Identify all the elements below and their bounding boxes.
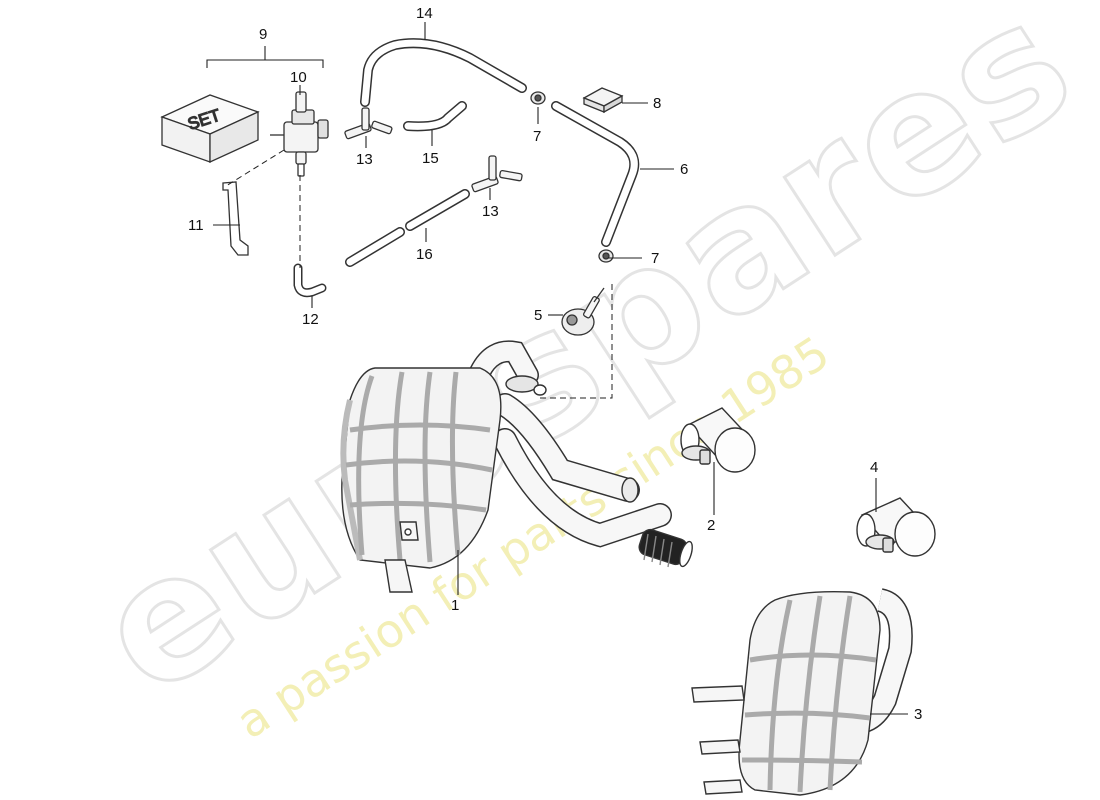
- front-silencer: [691, 588, 913, 796]
- callout-4: 4: [870, 459, 878, 476]
- callout-9: 9: [259, 26, 267, 43]
- t-connector: [344, 107, 393, 140]
- vacuum-actuator: [561, 287, 605, 336]
- rear-silencer: [340, 340, 693, 593]
- holder-clip: [582, 87, 624, 114]
- callout-leaders: [206, 22, 908, 715]
- callout-12: 12: [302, 311, 319, 328]
- hose-short: [345, 189, 470, 267]
- callout-11: 11: [188, 217, 204, 234]
- callout-1: 1: [451, 597, 459, 614]
- t-connector: [471, 155, 523, 193]
- hose-clamp: [530, 91, 546, 105]
- tailpipe-trim-4: [856, 497, 936, 557]
- callout-10: 10: [290, 69, 307, 86]
- callout-14: 14: [416, 5, 433, 22]
- callout-16: 16: [416, 246, 433, 263]
- hose-clamp: [598, 249, 614, 263]
- callout-labels: 9 10 14 11 12 13 13 15 16 7 7 8 6 5 1 2 …: [188, 5, 922, 723]
- callout-13-upper: 13: [356, 151, 373, 168]
- callout-8: 8: [653, 95, 661, 112]
- corrugated-pipe-end: [638, 528, 693, 568]
- set-box: SET: [160, 94, 260, 164]
- bracket: [222, 181, 249, 256]
- callout-6: 6: [680, 161, 688, 178]
- assembly-leaders: [225, 149, 613, 399]
- callout-7-upper: 7: [533, 128, 541, 145]
- callout-2: 2: [707, 517, 715, 534]
- callout-15: 15: [422, 150, 439, 167]
- callout-7-lower: 7: [651, 250, 659, 267]
- callout-13-lower: 13: [482, 203, 499, 220]
- callout-5: 5: [534, 307, 542, 324]
- tailpipe-trim-2: [680, 407, 756, 473]
- electro-valve: [270, 91, 329, 177]
- callout-3: 3: [914, 706, 922, 723]
